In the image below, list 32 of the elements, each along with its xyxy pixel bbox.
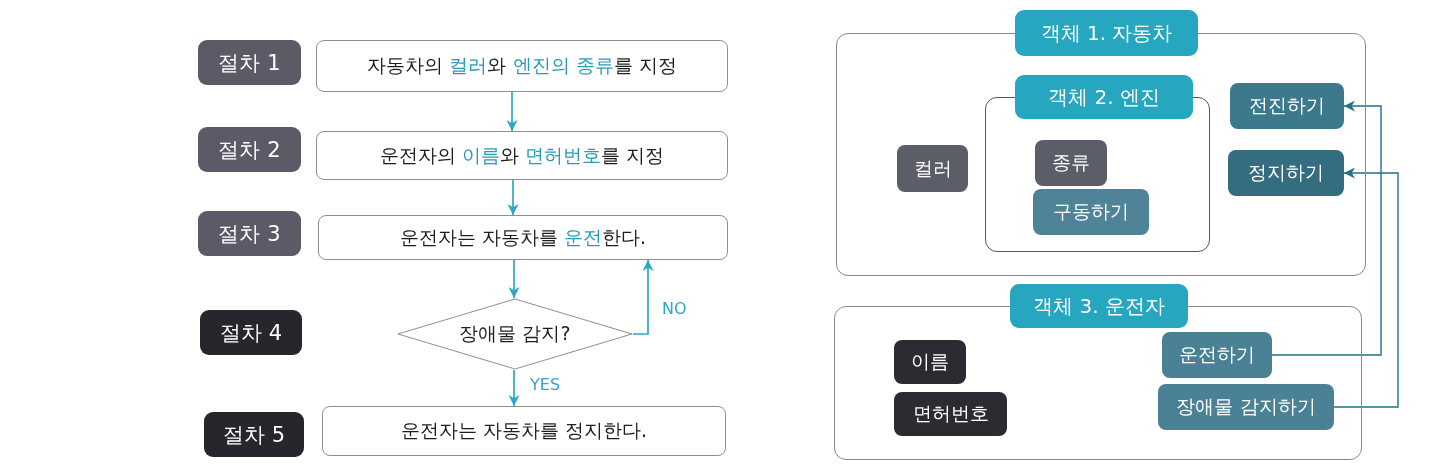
attribute-tag: 종류: [1035, 140, 1107, 186]
arrow: [508, 259, 520, 299]
object-container: [836, 10, 1366, 276]
decision-diamond: 장애물 감지?: [397, 298, 633, 370]
object-heading: 객체 2. 엔진: [1015, 75, 1193, 119]
arrow: [508, 369, 520, 407]
method-tag: 전진하기: [1230, 83, 1344, 129]
process-box: 운전자의 이름와 면허번호를 지정: [316, 131, 728, 180]
arrow: [507, 179, 519, 216]
step-label: 절차 4: [200, 310, 302, 355]
step-label: 절차 2: [198, 127, 301, 172]
method-tag: 정지하기: [1228, 150, 1344, 196]
method-tag: 구동하기: [1033, 189, 1149, 235]
arrow: [1333, 167, 1399, 408]
object-container: [985, 75, 1210, 252]
attribute-tag: 이름: [894, 340, 966, 384]
step-label: 절차 1: [198, 40, 301, 85]
arrow: [632, 259, 654, 335]
method-tag: 장애물 감지하기: [1158, 384, 1334, 430]
step-label: 절차 3: [198, 211, 301, 256]
arrow: [1271, 100, 1382, 356]
attribute-tag: 컬러: [897, 145, 968, 192]
object-container: [834, 284, 1362, 460]
object-heading: 객체 1. 자동차: [1015, 10, 1198, 56]
method-tag: 운전하기: [1162, 332, 1272, 378]
process-box: 운전자는 자동차를 정지한다.: [322, 406, 726, 456]
object-heading: 객체 3. 운전자: [1010, 284, 1188, 328]
arrow: [506, 91, 518, 132]
step-label: 절차 5: [204, 412, 304, 457]
process-box: 운전자는 자동차를 운전한다.: [318, 215, 728, 260]
process-box: 자동차의 컬러와 엔진의 종류를 지정: [316, 40, 728, 92]
attribute-tag: 면허번호: [894, 392, 1007, 436]
